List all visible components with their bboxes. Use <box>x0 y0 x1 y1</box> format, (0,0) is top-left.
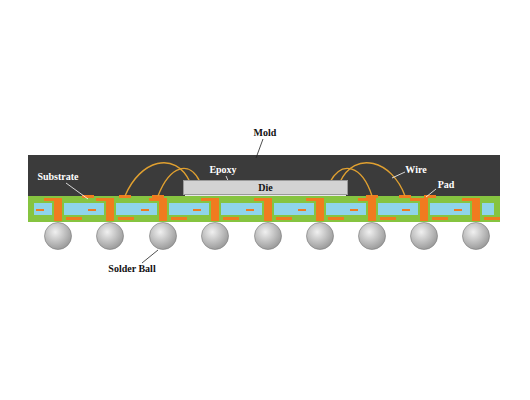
substrate-feature <box>211 198 219 221</box>
substrate-feature <box>432 217 448 220</box>
substrate-feature <box>171 217 187 220</box>
solder-ball <box>307 223 334 250</box>
substrate-feature <box>358 198 370 201</box>
substrate-feature <box>254 198 266 201</box>
part-label: Mold <box>254 128 277 138</box>
substrate-feature <box>472 198 480 221</box>
substrate-feature <box>430 203 470 215</box>
substrate-feature <box>169 203 209 215</box>
substrate-feature <box>454 209 462 211</box>
solder-balls <box>45 223 490 250</box>
substrate-feature <box>264 198 272 221</box>
part-label: Solder Ball <box>108 264 155 274</box>
solder-ball <box>45 223 72 250</box>
solder-ball <box>255 223 282 250</box>
substrate <box>28 195 500 222</box>
substrate-feature <box>246 209 254 211</box>
substrate-feature <box>201 198 213 201</box>
solder-ball <box>359 223 386 250</box>
substrate-feature <box>316 198 324 221</box>
substrate-feature <box>54 198 62 221</box>
substrate-feature <box>328 217 344 220</box>
part-label: Pad <box>438 180 455 190</box>
substrate-feature <box>462 198 474 201</box>
substrate-feature <box>82 195 94 198</box>
substrate-feature <box>116 203 157 215</box>
die-label: Die <box>258 182 272 193</box>
solder-ball <box>202 223 229 250</box>
mold-compound <box>28 155 500 197</box>
substrate-feature <box>410 198 422 201</box>
substrate-feature <box>326 203 366 215</box>
substrate-feature <box>141 209 149 211</box>
substrate-feature <box>44 198 56 201</box>
substrate-feature <box>66 217 82 220</box>
substrate-feature <box>159 198 167 221</box>
substrate-feature <box>350 209 358 211</box>
die-box: Die <box>183 180 348 195</box>
substrate-feature <box>221 203 262 215</box>
bond-wires <box>125 163 405 196</box>
substrate-feature <box>298 209 306 211</box>
solder-ball <box>150 223 177 250</box>
solder-ball <box>463 223 490 250</box>
substrate-feature <box>88 209 96 211</box>
part-label: Epoxy <box>209 165 236 175</box>
substrate-feature <box>274 203 314 215</box>
substrate-feature <box>276 217 292 220</box>
substrate-feature <box>118 217 134 220</box>
substrate-feature <box>149 198 161 201</box>
substrate-feature <box>193 209 201 211</box>
substrate-feature <box>96 198 108 201</box>
substrate-feature <box>306 198 318 201</box>
part-label: Substrate <box>37 172 78 182</box>
substrate-feature <box>36 209 44 211</box>
substrate-feature <box>484 217 500 220</box>
leader-lines <box>66 139 436 263</box>
substrate-feature <box>368 198 376 221</box>
substrate-feature <box>34 203 52 215</box>
substrate-feature <box>420 198 428 221</box>
solder-ball <box>411 223 438 250</box>
substrate-feature <box>424 195 436 198</box>
substrate-feature <box>64 203 104 215</box>
substrate-feature <box>378 203 418 215</box>
substrate-feature <box>223 217 239 220</box>
substrate-feature <box>482 203 494 215</box>
substrate-feature <box>402 209 410 211</box>
substrate-feature <box>380 217 396 220</box>
substrate-feature <box>106 198 114 221</box>
part-label: Wire <box>405 165 426 175</box>
solder-ball <box>97 223 124 250</box>
